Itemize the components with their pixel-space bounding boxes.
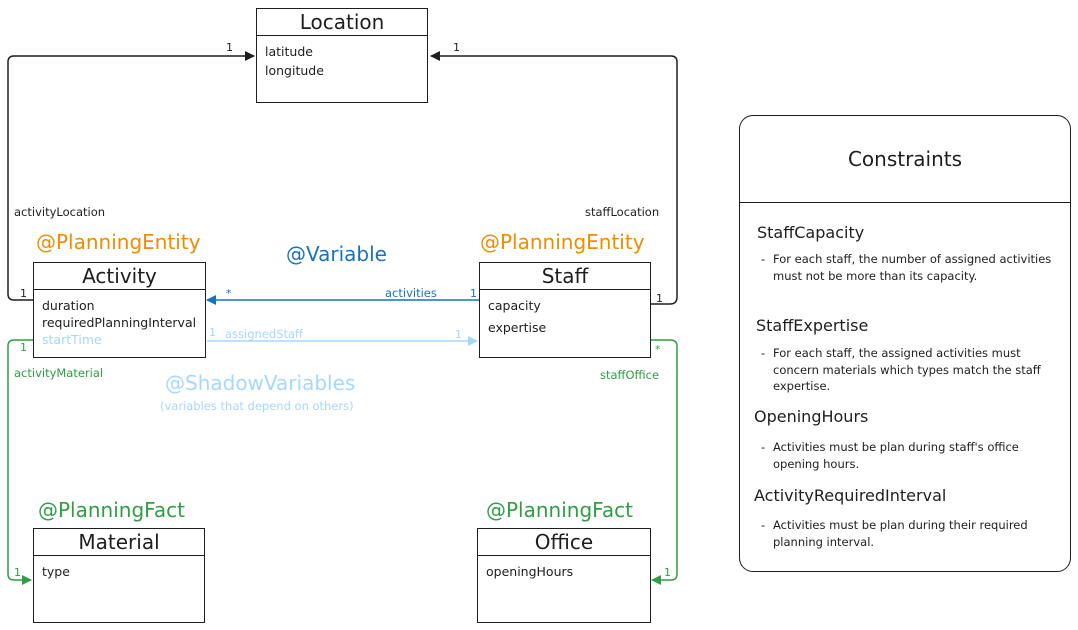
staff-office-line	[651, 339, 678, 585]
activity-material-label: activityMaterial	[14, 366, 104, 380]
activity-class: Activity duration requiredPlanningInterv…	[33, 262, 206, 358]
class-field: type	[42, 564, 70, 579]
material-fact-annotation: @PlanningFact	[38, 498, 185, 522]
class-field: expertise	[488, 320, 547, 335]
staff-location-mult-location: 1	[453, 41, 460, 54]
class-name: Staff	[480, 263, 650, 290]
class-name: Office	[478, 529, 650, 556]
class-field: requiredPlanningInterval	[42, 315, 197, 330]
activity-location-line	[7, 51, 255, 301]
activities-label: activities	[385, 286, 437, 300]
activity-material-mult-activity: 1	[20, 341, 27, 354]
constraint-name: OpeningHours	[754, 407, 869, 426]
constraint-description: -For each staff, the number of assigned …	[761, 252, 1052, 283]
activity-material-line	[7, 339, 33, 585]
staff-location-label: staffLocation	[585, 205, 660, 219]
constraints-title: Constraints	[740, 116, 1070, 203]
activity-entity-annotation: @PlanningEntity	[36, 230, 201, 254]
class-field: latitude	[265, 44, 313, 59]
staff-office-label: staffOffice	[600, 368, 660, 382]
activity-location-mult-location: 1	[226, 41, 233, 54]
activities-mult-target: *	[226, 287, 232, 300]
staff-office-mult-office: 1	[664, 566, 671, 579]
class-field: duration	[42, 298, 95, 313]
shadow-variables-annotation: @ShadowVariables	[165, 371, 356, 395]
staff-class: Staff capacity expertise	[479, 262, 651, 358]
class-name: Material	[34, 529, 204, 556]
class-field: openingHours	[486, 564, 574, 579]
class-field: capacity	[488, 298, 541, 313]
material-class: Material type	[33, 528, 205, 623]
activity-material-mult-material: 1	[14, 566, 21, 579]
constraint-name: StaffCapacity	[757, 223, 865, 242]
assigned-staff-label: assignedStaff	[225, 327, 303, 341]
activities-mult-source: 1	[470, 287, 477, 300]
class-name: Activity	[34, 263, 205, 290]
constraint-name: StaffExpertise	[756, 316, 869, 335]
class-field: longitude	[265, 63, 324, 78]
staff-office-mult-staff: *	[655, 343, 661, 356]
constraint-description: -Activities must be plan during their re…	[761, 518, 1028, 549]
constraint-description: -For each staff, the assigned activities…	[761, 346, 1041, 393]
activity-location-mult-activity: 1	[20, 287, 27, 300]
staff-location-mult-staff: 1	[656, 292, 663, 305]
office-fact-annotation: @PlanningFact	[486, 498, 633, 522]
office-class: Office openingHours	[477, 528, 651, 623]
location-class: Location latitude longitude	[256, 8, 428, 103]
assigned-staff-mult-source: 1	[209, 326, 216, 339]
assigned-staff-mult-target: 1	[455, 328, 462, 341]
constraint-name: ActivityRequiredInterval	[754, 486, 947, 505]
variable-annotation: @Variable	[286, 242, 387, 266]
shadow-variables-note: (variables that depend on others)	[160, 399, 354, 413]
class-name: Location	[257, 9, 427, 36]
shadow-field: startTime	[42, 332, 102, 347]
staff-entity-annotation: @PlanningEntity	[480, 230, 645, 254]
constraints-panel: Constraints	[739, 115, 1071, 572]
activity-location-label: activityLocation	[14, 205, 106, 219]
staff-location-line	[430, 51, 678, 305]
constraint-description: -Activities must be plan during staff's …	[761, 440, 1019, 471]
